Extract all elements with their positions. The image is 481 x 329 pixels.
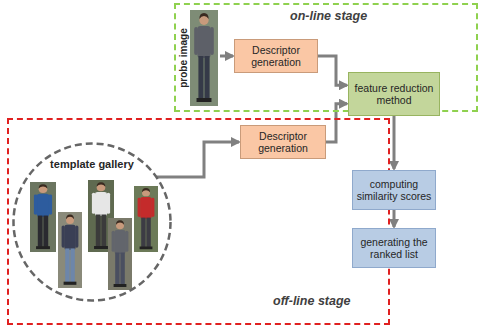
process-box: computing similarity scores	[352, 170, 436, 210]
box-label: generating the ranked list	[356, 236, 432, 260]
probe-photo	[190, 10, 218, 106]
probe-label: probe image	[177, 10, 191, 106]
gallery-photo	[58, 212, 82, 288]
process-box: Descriptor generation	[240, 125, 326, 159]
gallery-photo	[30, 182, 56, 252]
box-label: feature reduction method	[352, 82, 436, 106]
process-box: generating the ranked list	[352, 228, 436, 268]
box-label: Descriptor generation	[244, 130, 322, 154]
gallery-circle: template gallery	[12, 142, 172, 302]
gallery-photo	[108, 218, 132, 290]
flow-arrow	[393, 210, 396, 227]
process-box: Descriptor generation	[234, 39, 318, 73]
box-label: Descriptor generation	[238, 44, 314, 68]
box-label: computing similarity scores	[356, 178, 432, 202]
stage-label: off-line stage	[273, 294, 351, 308]
flow-arrow	[326, 104, 347, 142]
flow-arrow	[220, 55, 233, 58]
gallery-label: template gallery	[12, 158, 172, 171]
flow-arrow	[156, 142, 239, 177]
flow-arrow	[393, 116, 396, 169]
process-box: feature reduction method	[348, 72, 440, 116]
flow-arrow	[318, 56, 347, 85]
gallery-photo	[134, 186, 158, 252]
stage-region: off-line stage template gallery Descriptor…	[7, 118, 390, 325]
stage-label: on-line stage	[290, 9, 367, 23]
probe-image: probe image	[178, 8, 220, 108]
